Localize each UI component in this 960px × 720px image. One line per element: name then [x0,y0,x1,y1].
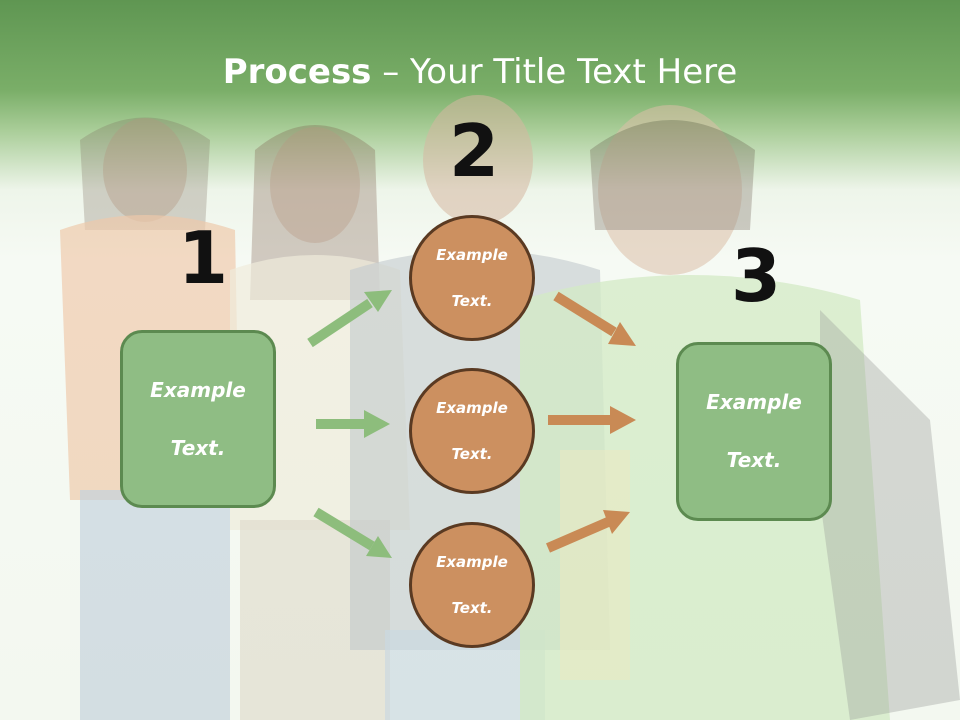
circle-2-line1: Example [436,398,508,417]
right-box-line2: Text. [726,448,782,472]
step-number-2: 2 [449,109,500,193]
circle-1-line1: Example [436,245,508,264]
step-number-1: 1 [178,216,229,300]
circle-1-line2: Text. [451,291,493,310]
title-rest: – Your Title Text Here [371,52,738,92]
slide-title: Process – Your Title Text Here [0,52,960,92]
circle-3-line1: Example [436,552,508,571]
arrow-left-to-circle-1 [307,290,392,348]
left-box-line2: Text. [170,435,226,460]
arrow-left-to-circle-2 [316,410,390,438]
arrow-circle-2-to-right [548,406,636,434]
step-number-3: 3 [731,234,782,318]
arrow-circle-3-to-right [546,510,630,553]
right-box-line1: Example [706,390,802,414]
title-bold: Process [222,52,372,92]
left-box-line1: Example [150,377,246,402]
arrow-circle-1-to-right [553,291,636,346]
arrow-left-to-circle-3 [313,507,392,558]
circle-2-line2: Text. [451,444,493,463]
circle-3-line2: Text. [451,598,493,617]
